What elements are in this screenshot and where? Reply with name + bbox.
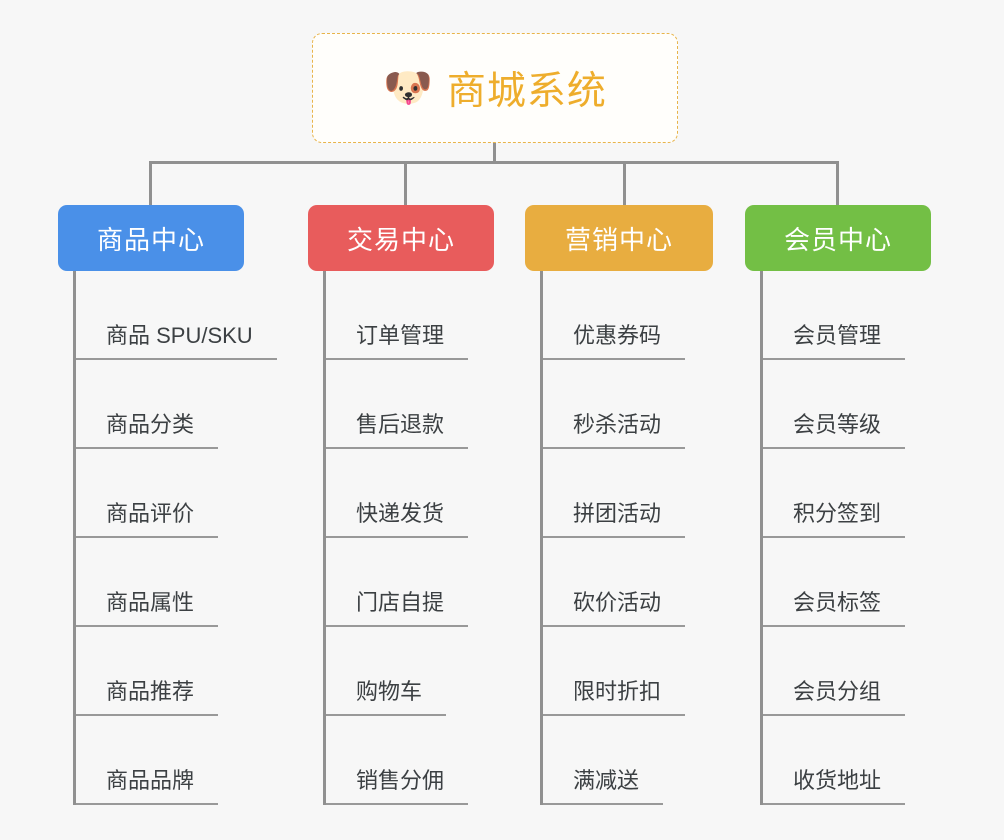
leaf-label: 商品分类 (106, 414, 219, 449)
leaf-label: 限时折扣 (573, 681, 686, 716)
leaf-item[interactable]: 购物车 (326, 627, 494, 716)
leaf-list-4: 会员管理 会员等级 积分签到 会员标签 会员分组 收货地址 (760, 271, 931, 805)
connector-drop-2 (404, 163, 407, 207)
leaf-item[interactable]: 订单管理 (326, 271, 494, 360)
leaf-label: 销售分佣 (356, 770, 469, 805)
category-header-3[interactable]: 营销中心 (525, 205, 713, 271)
leaf-item[interactable]: 售后退款 (326, 360, 494, 449)
category-label: 会员中心 (783, 224, 892, 255)
leaf-item[interactable]: 会员管理 (763, 271, 931, 360)
branch-column-2: 交易中心 订单管理 售后退款 快递发货 门店自提 购物车 销售分佣 (308, 205, 494, 805)
leaf-item[interactable]: 商品推荐 (76, 627, 244, 716)
leaf-item[interactable]: 砍价活动 (543, 538, 713, 627)
leaf-item[interactable]: 商品 SPU/SKU (76, 271, 277, 360)
leaf-item[interactable]: 快递发货 (326, 449, 494, 538)
category-header-4[interactable]: 会员中心 (745, 205, 931, 271)
category-label: 交易中心 (346, 224, 455, 255)
leaf-item[interactable]: 会员标签 (763, 538, 931, 627)
connector-root-stem (493, 143, 496, 163)
leaf-label: 商品推荐 (106, 681, 219, 716)
leaf-list-1: 商品 SPU/SKU 商品分类 商品评价 商品属性 商品推荐 商品品牌 (73, 271, 277, 805)
leaf-item[interactable]: 秒杀活动 (543, 360, 713, 449)
leaf-item[interactable]: 满减送 (543, 716, 713, 805)
leaf-item[interactable]: 商品属性 (76, 538, 244, 627)
connector-drop-1 (149, 163, 152, 207)
leaf-label: 会员等级 (793, 414, 906, 449)
leaf-item[interactable]: 会员分组 (763, 627, 931, 716)
leaf-label: 拼团活动 (573, 503, 686, 538)
leaf-list-2: 订单管理 售后退款 快递发货 门店自提 购物车 销售分佣 (323, 271, 494, 805)
category-header-2[interactable]: 交易中心 (308, 205, 494, 271)
leaf-label: 秒杀活动 (573, 414, 686, 449)
leaf-item[interactable]: 门店自提 (326, 538, 494, 627)
leaf-list-3: 优惠券码 秒杀活动 拼团活动 砍价活动 限时折扣 满减送 (540, 271, 713, 805)
category-header-1[interactable]: 商品中心 (58, 205, 244, 271)
leaf-label: 积分签到 (793, 503, 906, 538)
branch-column-1: 商品中心 商品 SPU/SKU 商品分类 商品评价 商品属性 商品推荐 商品品牌 (58, 205, 277, 805)
leaf-label: 商品属性 (106, 592, 219, 627)
leaf-item[interactable]: 会员等级 (763, 360, 931, 449)
leaf-item[interactable]: 收货地址 (763, 716, 931, 805)
leaf-label: 商品 SPU/SKU (106, 325, 277, 360)
leaf-label: 会员分组 (793, 681, 906, 716)
leaf-label: 门店自提 (356, 592, 469, 627)
leaf-label: 会员标签 (793, 592, 906, 627)
leaf-label: 购物车 (356, 681, 447, 716)
leaf-item[interactable]: 商品品牌 (76, 716, 244, 805)
dog-face-icon: 🐶 (383, 66, 433, 110)
leaf-label: 收货地址 (793, 770, 906, 805)
leaf-label: 满减送 (573, 770, 664, 805)
branch-column-4: 会员中心 会员管理 会员等级 积分签到 会员标签 会员分组 收货地址 (745, 205, 931, 805)
leaf-label: 优惠券码 (573, 325, 686, 360)
leaf-item[interactable]: 拼团活动 (543, 449, 713, 538)
leaf-label: 订单管理 (356, 325, 469, 360)
leaf-label: 会员管理 (793, 325, 906, 360)
branch-column-3: 营销中心 优惠券码 秒杀活动 拼团活动 砍价活动 限时折扣 满减送 (525, 205, 713, 805)
connector-drop-3 (623, 163, 626, 207)
leaf-label: 快递发货 (356, 503, 469, 538)
root-title: 商城系统 (446, 70, 607, 113)
category-label: 营销中心 (564, 224, 673, 255)
root-node[interactable]: 🐶 商城系统 (312, 33, 678, 143)
leaf-item[interactable]: 销售分佣 (326, 716, 494, 805)
leaf-item[interactable]: 优惠券码 (543, 271, 713, 360)
leaf-label: 商品品牌 (106, 770, 219, 805)
leaf-item[interactable]: 商品分类 (76, 360, 244, 449)
leaf-label: 商品评价 (106, 503, 219, 538)
connector-horizontal-bus (149, 161, 839, 164)
leaf-label: 砍价活动 (573, 592, 686, 627)
connector-drop-4 (836, 163, 839, 207)
leaf-item[interactable]: 商品评价 (76, 449, 244, 538)
leaf-item[interactable]: 限时折扣 (543, 627, 713, 716)
leaf-label: 售后退款 (356, 414, 469, 449)
category-label: 商品中心 (96, 224, 205, 255)
leaf-item[interactable]: 积分签到 (763, 449, 931, 538)
